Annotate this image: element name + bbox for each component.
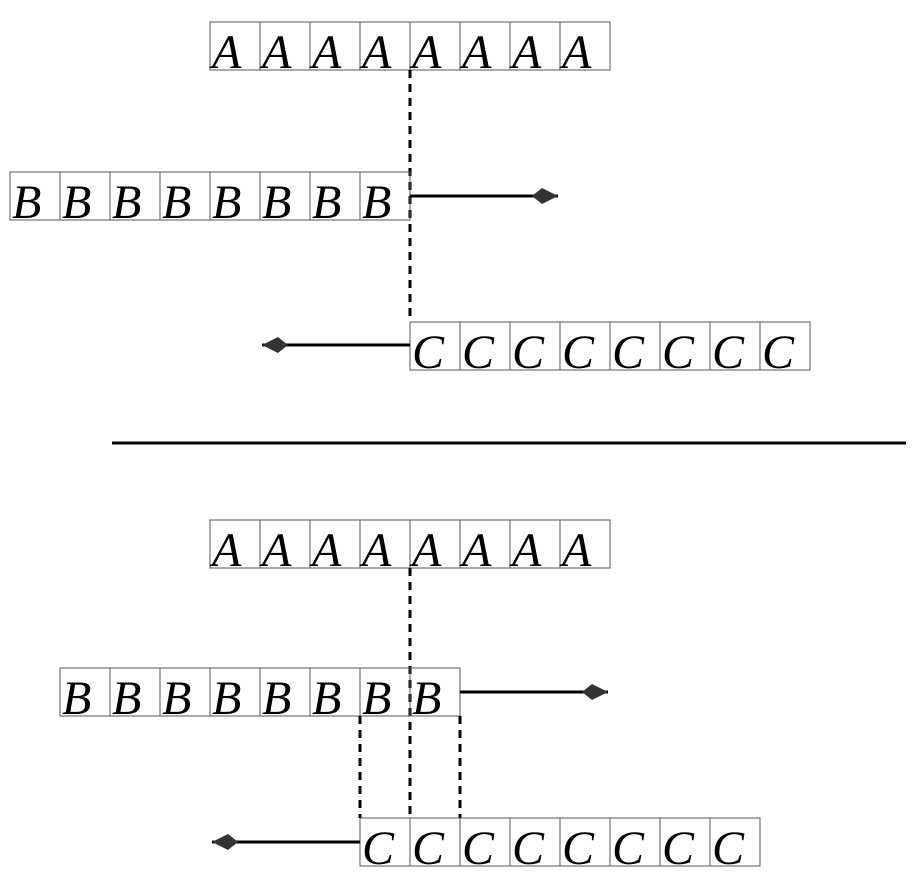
cell-symbol: A xyxy=(459,524,492,577)
left-arrow-icon xyxy=(262,337,410,353)
cell-symbol: B xyxy=(162,176,191,229)
cell-symbol: B xyxy=(162,672,191,725)
cell-symbol: A xyxy=(559,26,592,79)
cell-symbol: C xyxy=(412,326,445,379)
cell-symbol: A xyxy=(209,26,242,79)
cell-symbol: C xyxy=(462,326,495,379)
cell-symbol: A xyxy=(509,26,542,79)
cell-symbol: A xyxy=(409,524,442,577)
cell-symbol: A xyxy=(509,524,542,577)
cell-symbol: B xyxy=(362,176,391,229)
cell-symbol: A xyxy=(409,26,442,79)
cell-symbol: A xyxy=(359,26,392,79)
cell-symbol: C xyxy=(662,822,695,875)
cell-symbol: C xyxy=(512,822,545,875)
cell-symbol: B xyxy=(112,176,141,229)
tape-cell xyxy=(559,519,611,569)
cell-symbol: A xyxy=(209,524,242,577)
cell-symbol: B xyxy=(262,176,291,229)
left-arrow-icon xyxy=(212,834,360,850)
cell-symbol: C xyxy=(562,822,595,875)
cell-symbol: A xyxy=(259,26,292,79)
cell-symbol: B xyxy=(312,672,341,725)
cell-symbol: A xyxy=(259,524,292,577)
cell-symbol: C xyxy=(762,326,795,379)
cell-symbol: C xyxy=(612,822,645,875)
right-arrow-icon xyxy=(460,684,608,700)
cell-symbol: B xyxy=(312,176,341,229)
cell-symbol: B xyxy=(62,176,91,229)
cell-symbol: B xyxy=(362,672,391,725)
cell-symbol: B xyxy=(212,672,241,725)
cell-symbol: A xyxy=(559,524,592,577)
cell-symbol: B xyxy=(412,672,441,725)
cell-symbol: B xyxy=(212,176,241,229)
cell-symbol: B xyxy=(112,672,141,725)
cell-symbol: C xyxy=(412,822,445,875)
tape-cell xyxy=(759,321,811,371)
right-arrow-icon xyxy=(410,188,558,204)
cell-symbol: C xyxy=(612,326,645,379)
cell-symbol: A xyxy=(309,26,342,79)
tape-cell xyxy=(559,21,611,71)
cell-symbol: C xyxy=(562,326,595,379)
cell-symbol: A xyxy=(309,524,342,577)
cell-symbol: C xyxy=(712,326,745,379)
cell-symbol: C xyxy=(462,822,495,875)
cell-symbol: B xyxy=(262,672,291,725)
cell-symbol: C xyxy=(362,822,395,875)
cell-symbol: C xyxy=(712,822,745,875)
cell-symbol: B xyxy=(62,672,91,725)
cell-symbol: A xyxy=(359,524,392,577)
cell-symbol: A xyxy=(459,26,492,79)
cell-symbol: B xyxy=(12,176,41,229)
cell-symbol: C xyxy=(662,326,695,379)
tape-cell xyxy=(709,817,761,867)
cell-symbol: C xyxy=(512,326,545,379)
